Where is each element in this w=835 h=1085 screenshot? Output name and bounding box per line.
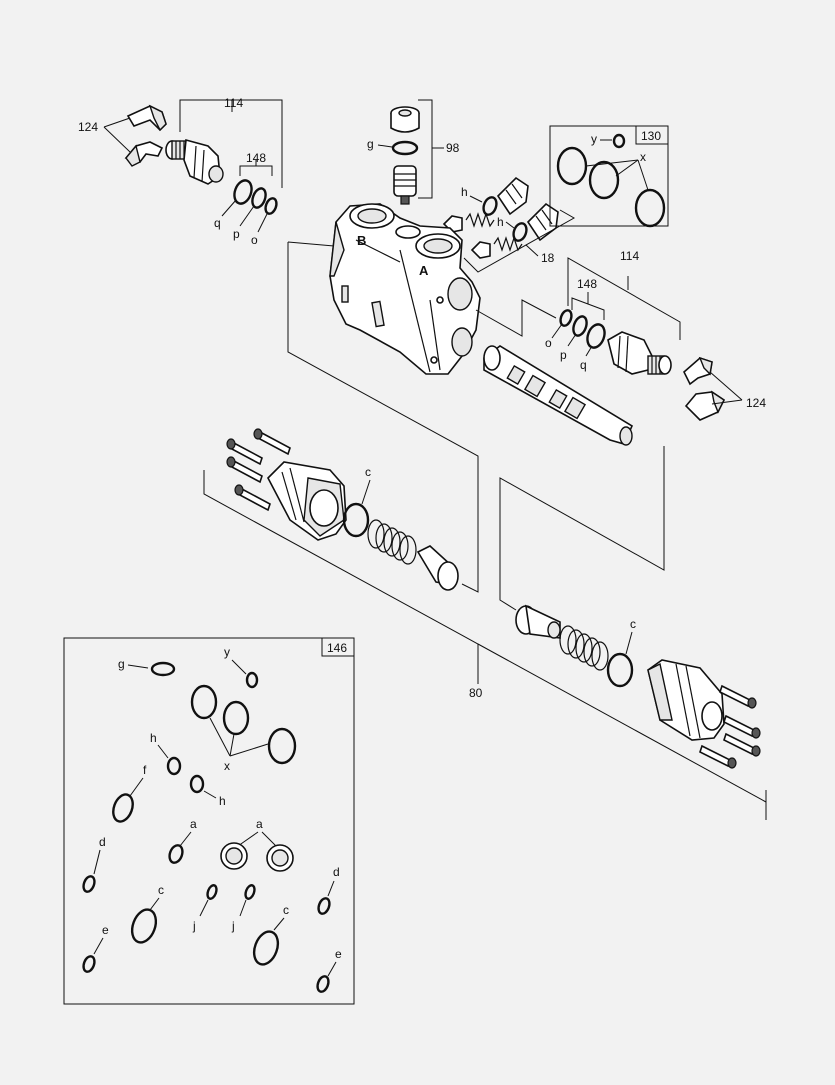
kit-ring-j-1 (206, 884, 218, 900)
callout-g: g (367, 137, 374, 151)
o-ring-x-kit130-c (634, 188, 666, 228)
valve-section-body (329, 203, 481, 375)
callout-80: 80 (469, 686, 483, 700)
main-spool (483, 345, 634, 446)
kit-callout-f: f (143, 763, 147, 777)
callout-p-left: p (233, 227, 240, 241)
kit-ring-d-2 (317, 897, 331, 915)
callout-h-lower: h (497, 215, 504, 229)
callout-c-right: c (630, 617, 636, 631)
plug-upper (496, 176, 529, 216)
o-ring-c-right (606, 652, 634, 688)
o-rings-right (559, 309, 606, 349)
kit-wiper-seals-a (220, 842, 294, 872)
kit-callout-e-2: e (335, 947, 342, 961)
kit-callout-a-2: a (256, 817, 263, 831)
spring-upper (465, 212, 495, 228)
callout-148-right: 148 (577, 277, 597, 291)
spring-cap-left (267, 461, 347, 541)
kit-ring-h-2 (189, 774, 205, 794)
kit-callout-c-1: c (158, 883, 164, 897)
clip-124-right-upper (683, 356, 713, 386)
kit-ring-d-1 (82, 875, 96, 893)
callout-124-right: 124 (746, 396, 766, 410)
kit-box-130 (549, 125, 669, 227)
kit-callout-e-1: e (102, 923, 109, 937)
bracket-114-left (179, 99, 283, 188)
kit-callout-x: x (224, 759, 230, 773)
callout-18: 18 (541, 251, 555, 265)
kit-ring-h-1 (166, 756, 182, 776)
plug-lower (526, 202, 559, 242)
o-ring-g (391, 140, 419, 156)
callout-q-right: q (580, 358, 587, 372)
kit-callout-j-2: j (231, 919, 235, 933)
kit-ring-x-3 (267, 727, 297, 765)
kit-callout-g: g (118, 657, 125, 671)
centering-spring-left (367, 519, 417, 565)
kit-callout-j-1: j (192, 919, 196, 933)
kit-callout-d-1: d (99, 835, 106, 849)
port-label-a: A (419, 263, 429, 278)
o-ring-h-lower (512, 222, 528, 242)
spring-seat-left (416, 545, 459, 591)
callout-o-left: o (251, 233, 258, 247)
callout-x-kit130: x (640, 150, 646, 164)
kit-callout-y: y (224, 645, 230, 659)
kit-ring-c-1 (130, 908, 158, 944)
relief-valve-cartridge-left (165, 138, 224, 185)
kit-callout-h-2: h (219, 794, 226, 808)
kit-ring-x-2 (222, 700, 250, 736)
kit-ring-a-1 (168, 844, 184, 864)
kit-ring-x-1 (190, 684, 218, 720)
o-ring-x-kit130-a (556, 146, 588, 186)
kit-callout-h-1: h (150, 731, 157, 745)
kit-ring-c-2 (252, 930, 280, 966)
clip-124-right-lower (684, 390, 726, 421)
kit-ring-j-2 (244, 884, 256, 900)
spring-cap-right (647, 659, 725, 741)
bolts-left (226, 428, 291, 512)
o-ring-y-kit130 (612, 133, 626, 149)
kit-callout-a-1: a (190, 817, 197, 831)
o-rings-left (233, 179, 278, 215)
callout-148-left: 148 (246, 151, 266, 165)
clip-124-upper (126, 104, 167, 132)
callout-114-left: 114 (224, 96, 243, 110)
callout-c-left: c (365, 465, 371, 479)
spring-seat-right (515, 604, 561, 639)
seal-kit-box-146 (63, 637, 355, 1005)
o-ring-c-left (342, 502, 370, 538)
clip-124-lower (124, 141, 164, 167)
spring-lower (493, 236, 523, 252)
port-label-b: B (357, 233, 366, 248)
kit-ring-e-2 (316, 975, 330, 993)
callout-o-right: o (545, 336, 552, 350)
kit-ring-e-1 (82, 955, 96, 973)
kit-callout-c-2: c (283, 903, 289, 917)
plug (390, 106, 420, 133)
centering-spring-right (559, 625, 609, 671)
kit-callout-d-2: d (333, 865, 340, 879)
o-ring-h-upper (482, 196, 498, 216)
callout-h-upper: h (461, 185, 468, 199)
kit-ring-g (150, 661, 176, 677)
bolts-right (699, 684, 761, 769)
kit-label-146: 146 (327, 641, 347, 655)
poppet-lower (470, 241, 491, 259)
check-valve-insert (393, 165, 417, 205)
callout-124-left: 124 (78, 120, 98, 134)
callout-98: 98 (446, 141, 460, 155)
kit-ring-y (245, 671, 259, 689)
callout-y-kit130: y (591, 132, 597, 146)
callout-q-left: q (214, 216, 221, 230)
o-ring-x-kit130-b (588, 160, 620, 200)
kit-ring-f (112, 793, 134, 823)
relief-valve-cartridge-right (607, 331, 672, 375)
callout-p-right: p (560, 348, 567, 362)
kit-label-130: 130 (641, 129, 661, 143)
callout-114-right: 114 (620, 249, 639, 263)
